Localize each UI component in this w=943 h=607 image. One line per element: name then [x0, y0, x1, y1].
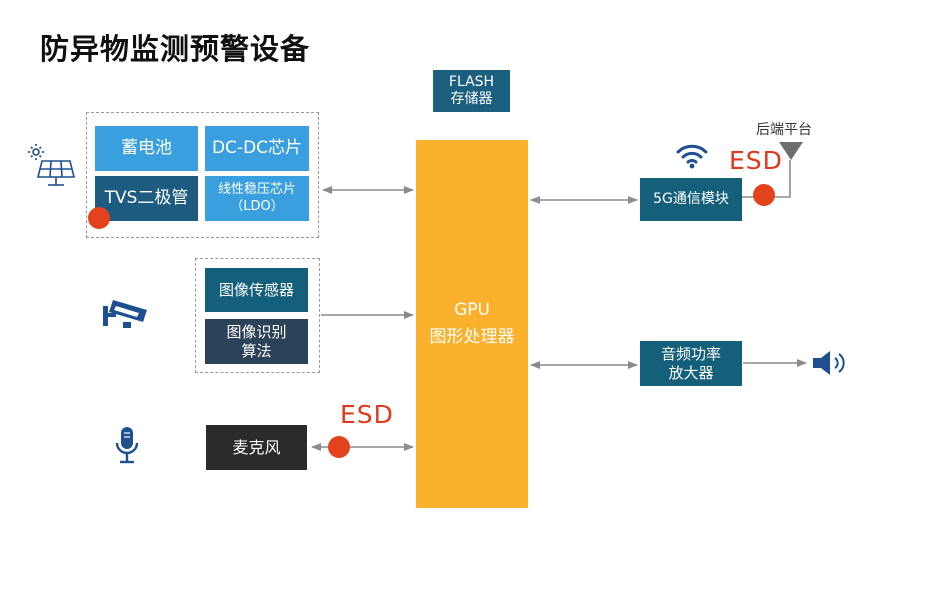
wifi-icon — [675, 142, 709, 170]
solar-panel-icon — [28, 143, 76, 189]
gpu-label: GPU — [454, 299, 490, 320]
image-recognition-sublabel: 算法 — [241, 341, 272, 360]
esd-dot-5g — [753, 184, 775, 206]
5g-module-box: 5G通信模块 — [640, 178, 742, 221]
dcdc-chip-box: DC-DC芯片 — [205, 126, 309, 171]
antenna-icon — [778, 139, 804, 163]
microphone-icon — [113, 425, 141, 467]
image-recognition-label: 图像识别 — [226, 322, 287, 341]
image-recognition-box: 图像识别 算法 — [205, 319, 308, 364]
audio-amplifier-sublabel: 放大器 — [668, 363, 714, 382]
esd-dot-mic — [328, 436, 350, 458]
image-group — [195, 258, 320, 373]
audio-amplifier-box: 音频功率 放大器 — [640, 341, 742, 386]
flash-sublabel: 存储器 — [450, 91, 493, 107]
page-title: 防异物监测预警设备 — [40, 32, 311, 66]
esd-label-5g: ESD — [729, 146, 783, 175]
battery-box: 蓄电池 — [95, 126, 198, 171]
ldo-chip-box: 线性稳压芯片 （LDO） — [205, 176, 309, 221]
esd-dot-power — [88, 207, 110, 229]
flash-label: FLASH — [448, 73, 495, 90]
microphone-box: 麦克风 — [206, 425, 307, 470]
ldo-label: 线性稳压芯片 — [217, 182, 296, 198]
backend-platform-label: 后端平台 — [756, 122, 812, 138]
flash-storage-box: FLASH 存储器 — [433, 70, 510, 112]
image-sensor-box: 图像传感器 — [205, 268, 308, 312]
power-group — [86, 112, 319, 238]
camera-icon — [101, 296, 151, 336]
speaker-icon — [811, 349, 849, 377]
ldo-sublabel: （LDO） — [230, 198, 284, 214]
audio-amplifier-label: 音频功率 — [660, 344, 721, 363]
gpu-box: GPU 图形处理器 — [416, 140, 528, 508]
gpu-sublabel: 图形处理器 — [429, 327, 515, 347]
esd-label-mic: ESD — [340, 400, 394, 429]
tvs-diode-box: TVS二极管 — [95, 176, 198, 221]
